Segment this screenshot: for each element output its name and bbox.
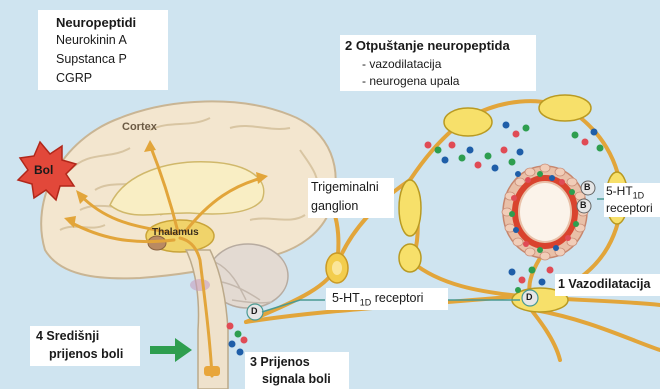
release-line-inflammation: - neurogena upala: [362, 74, 459, 88]
transmission-line2: signala boli: [262, 372, 331, 386]
b-receptor-label-2: B: [580, 200, 587, 210]
legend-title: Neuropeptidi: [56, 15, 136, 30]
d-receptor-label-peripheral: D: [526, 292, 533, 302]
ganglion-label-line1: Trigeminalni: [311, 180, 379, 194]
legend-item-supstanca: Supstanca P: [56, 52, 127, 66]
thalamus-label: Thalamus: [152, 227, 199, 238]
central-line2: prijenos boli: [49, 347, 123, 361]
d-receptor-label-central: D: [251, 306, 258, 316]
receptor-top-line1: 5-HT1D: [606, 184, 644, 200]
legend-item-neurokinin: Neurokinin A: [56, 33, 127, 47]
pain-label: Bol: [34, 163, 53, 177]
receptor-top-line2: receptori: [606, 201, 653, 215]
receptor-bottom-label: 5-HT1D receptori: [332, 291, 423, 308]
ganglion-label-line2: ganglion: [311, 199, 358, 213]
vasodilatation-label: 1 Vazodilatacija: [558, 277, 650, 291]
release-line-vasodilatation: - vazodilatacija: [362, 57, 441, 71]
release-title: 2 Otpuštanje neuropeptida: [345, 38, 510, 53]
legend-item-cgrp: CGRP: [56, 71, 92, 85]
transmission-line1: 3 Prijenos: [250, 355, 310, 369]
cortex-label: Cortex: [122, 121, 157, 133]
central-line1: 4 Središnji: [36, 329, 99, 343]
b-receptor-label-1: B: [584, 182, 591, 192]
